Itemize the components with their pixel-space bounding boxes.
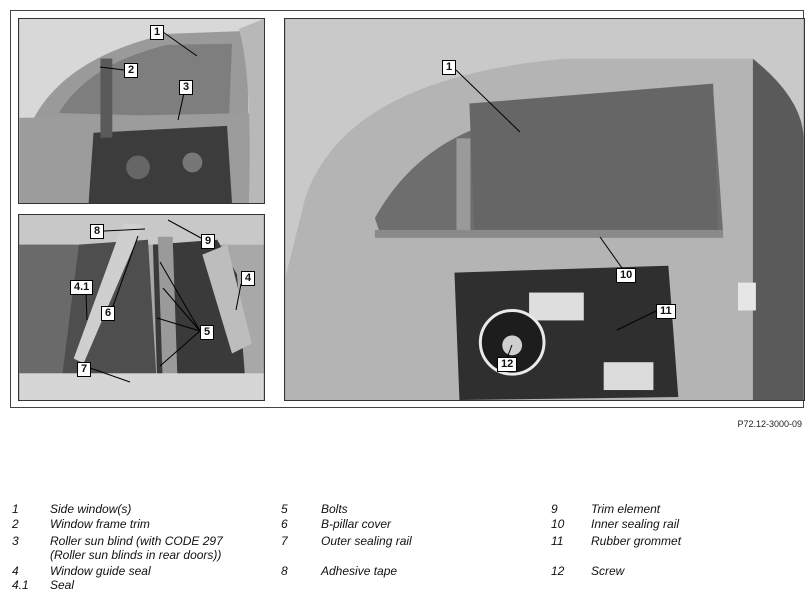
legend-num: 12: [551, 564, 565, 578]
legend-num: 11: [551, 534, 564, 548]
legend-text: Side window(s): [50, 502, 132, 516]
photo-rear-door-right: [284, 18, 805, 401]
callout-12: 12: [497, 357, 518, 372]
legend-num: 4.1: [12, 578, 29, 592]
photo-door-window-top-left: [18, 18, 265, 204]
legend-text: Screw: [591, 564, 625, 578]
photo-b-pillar-bottom-left: [18, 214, 265, 401]
callout-10: 10: [616, 268, 637, 283]
legend-num: 10: [551, 517, 565, 531]
legend-text: Inner sealing rail: [591, 517, 680, 531]
callout-5: 5: [200, 325, 215, 340]
legend-text: Adhesive tape: [321, 564, 398, 578]
legend-num: 1: [12, 502, 19, 516]
legend-text: Window frame trim: [50, 517, 150, 531]
callout-4-1: 4.1: [70, 280, 94, 295]
legend-text: B-pillar cover: [321, 517, 392, 531]
figure-reference-code: P72.12-3000-09: [737, 419, 802, 429]
door-photo-illustration: [19, 19, 264, 203]
legend-text: Trim element: [591, 502, 661, 516]
legend-num: 4: [12, 564, 19, 578]
legend-text: Outer sealing rail: [321, 534, 412, 548]
legend-text-continued: (Roller sun blinds in rear doors)): [50, 548, 222, 562]
callout-2: 2: [124, 63, 139, 78]
legend-num: 8: [281, 564, 288, 578]
legend-text: Window guide seal: [50, 564, 151, 578]
legend: 1 Side window(s) 2 Window frame trim 3 R…: [0, 502, 812, 599]
legend-num: 2: [12, 517, 19, 531]
callout-1-r: 1: [442, 60, 457, 75]
callout-9: 9: [201, 234, 216, 249]
callout-3: 3: [179, 80, 194, 95]
rear-door-photo-illustration: [285, 19, 804, 400]
legend-text: Rubber grommet: [591, 534, 682, 548]
callout-7: 7: [77, 362, 92, 377]
callout-11: 11: [656, 304, 676, 319]
legend-num: 6: [281, 517, 288, 531]
legend-num: 5: [281, 502, 288, 516]
legend-text: Roller sun blind (with CODE 297: [50, 534, 223, 548]
legend-num: 9: [551, 502, 558, 516]
callout-1-tl: 1: [150, 25, 165, 40]
callout-4: 4: [241, 271, 256, 286]
legend-text: Bolts: [321, 502, 348, 516]
legend-num: 3: [12, 534, 19, 548]
legend-text: Seal: [50, 578, 75, 592]
callout-8: 8: [90, 224, 105, 239]
b-pillar-photo-illustration: [19, 215, 264, 400]
callout-6: 6: [101, 306, 116, 321]
legend-num: 7: [281, 534, 288, 548]
